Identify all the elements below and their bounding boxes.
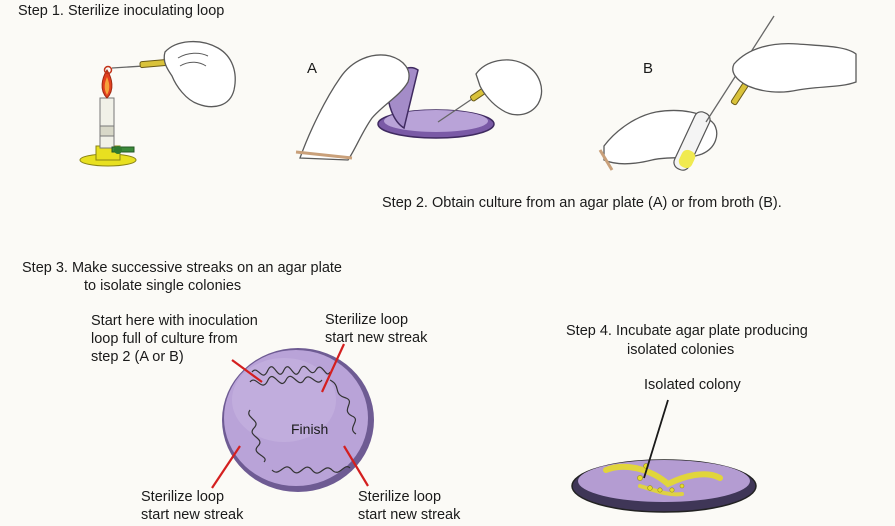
flame-icon [101,65,113,99]
colony-dots [637,463,685,493]
finish-label: Finish [291,421,328,437]
step3-start-line1: Start here with inoculation [91,313,258,329]
step4-title-line2: isolated colonies [627,342,735,358]
step3-start-line3: step 2 (A or B) [91,349,184,365]
step4-colony-label: Isolated colony [644,377,741,393]
step3-bl-sterilize-line1: Sterilize loop [141,489,225,505]
step3-top-sterilize-line2: start new streak [325,330,428,346]
broth-tube [673,111,711,171]
gloved-hand-step2a-right [475,59,543,116]
bunsen-burner [79,97,137,167]
step2-caption: Step 2. Obtain culture from an agar plat… [382,195,782,211]
gloved-hand-step2b-top [732,42,857,93]
step3-br-sterilize-line1: Sterilize loop [358,489,442,505]
colony-pointer [643,399,669,479]
step2-label-b: B [643,60,654,77]
streak-lines [248,365,357,474]
step4-title-line1: Step 4. Incubate agar plate producing [566,323,808,339]
step3-title-line2: to isolate single colonies [84,278,242,294]
pointer-top [321,343,345,393]
incubated-plate [571,459,757,513]
gloved-hand-step1 [163,41,236,108]
step2-label-a: A [307,60,318,77]
pointer-bottom-left [211,445,241,489]
pointer-lines-step3 [211,343,369,489]
step3-bl-sterilize-line2: start new streak [141,507,244,523]
pointer-start [231,359,263,383]
step3-br-sterilize-line2: start new streak [358,507,461,523]
pointer-bottom-right [343,445,369,487]
step1-title: Step 1. Sterilize inoculating loop [18,3,225,19]
step3-title-line1: Step 3. Make successive streaks on an ag… [22,260,342,276]
step3-start-line2: loop full of culture from [91,331,238,347]
step3-top-sterilize-line1: Sterilize loop [325,312,409,328]
gloved-hand-step2a-left [295,54,410,161]
